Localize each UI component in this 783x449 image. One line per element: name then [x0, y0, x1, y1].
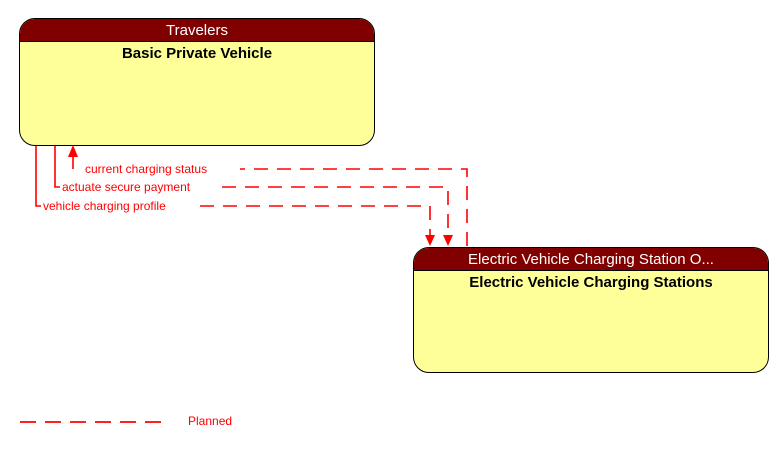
- flow-label-current-charging-status[interactable]: current charging status: [85, 162, 208, 176]
- node-evcs-title: Electric Vehicle Charging Stations: [469, 274, 713, 291]
- arrowhead-vehicle-charging-profile: [425, 235, 435, 246]
- flow-label-actuate-secure-payment[interactable]: actuate secure payment: [62, 180, 191, 194]
- flow-line-vehicle-charging-profile: [35, 146, 435, 246]
- flow-line-current-charging-status: [68, 145, 468, 246]
- node-travelers-title: Basic Private Vehicle: [121, 45, 273, 62]
- legend-label-planned: Planned: [188, 414, 233, 428]
- node-travelers[interactable]: Travelers Basic Private Vehicle: [19, 18, 375, 146]
- flow-label-vehicle-charging-profile[interactable]: vehicle charging profile: [43, 199, 166, 213]
- flow-line-actuate-secure-payment: [54, 146, 453, 246]
- node-electric-vehicle-charging-stations[interactable]: Electric Vehicle Charging Station O... E…: [413, 247, 769, 373]
- node-travelers-header: Travelers: [20, 19, 374, 42]
- legend-dashed-line-icon: [20, 421, 170, 423]
- arrowhead-current-charging-status: [68, 145, 78, 157]
- node-evcs-header: Electric Vehicle Charging Station O...: [414, 248, 768, 271]
- arrowhead-actuate-secure-payment: [443, 235, 453, 246]
- legend: Planned: [18, 412, 318, 432]
